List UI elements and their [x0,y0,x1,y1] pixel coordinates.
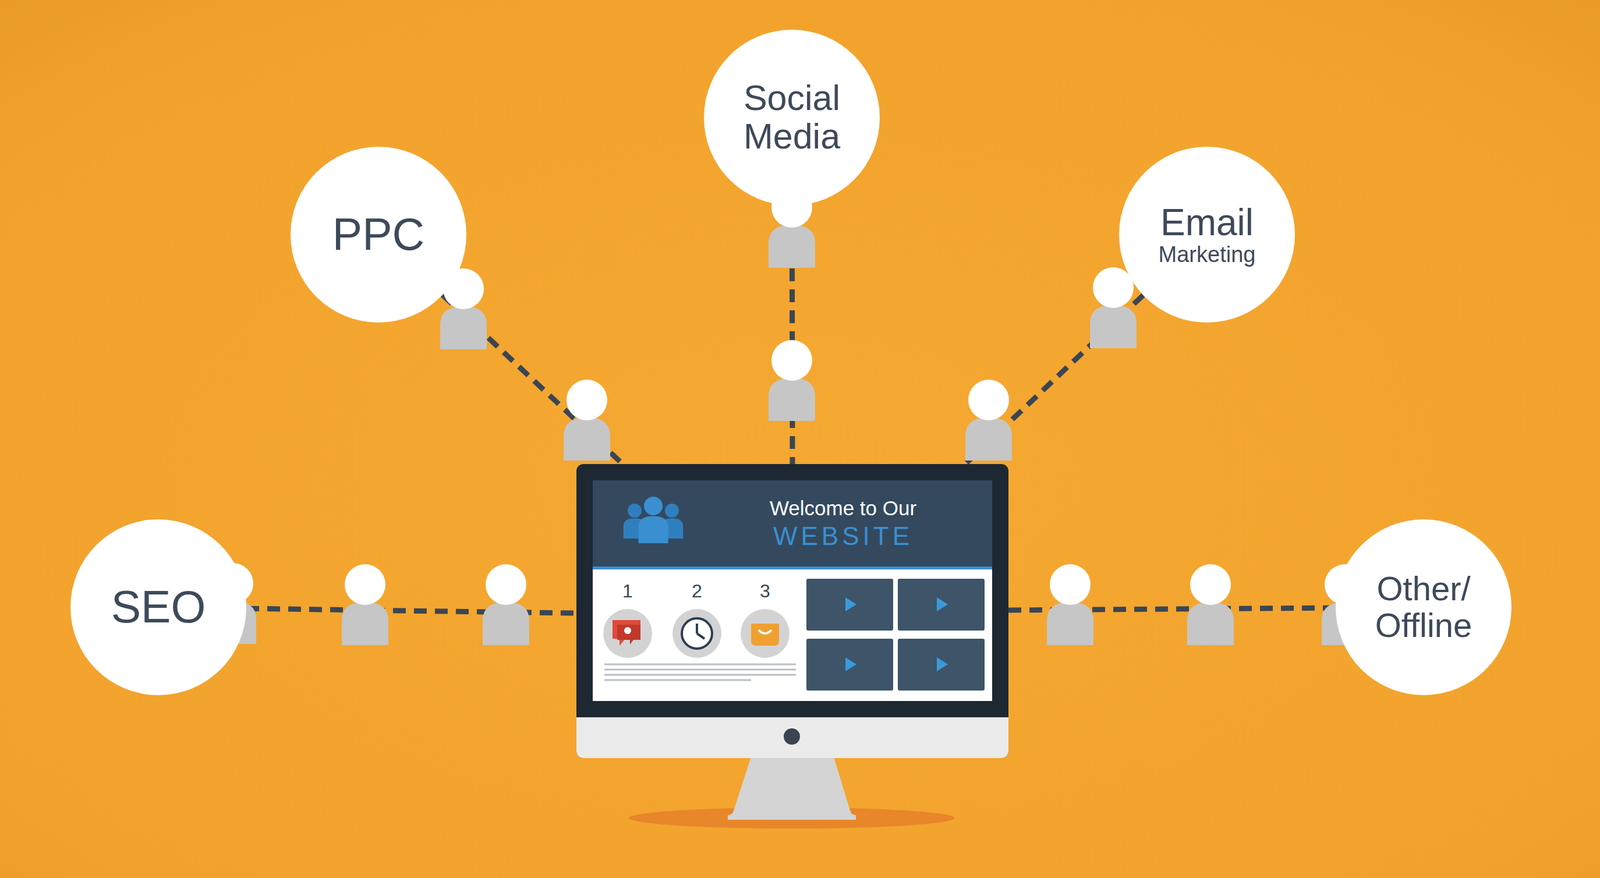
screen-header [592,480,993,568]
dashed-connector [965,295,1144,465]
play-icon [845,597,857,612]
channel-circle: Other/ Offline [1335,519,1512,696]
person-figure [341,564,389,646]
figure-head [1049,564,1091,605]
play-icon [845,657,857,672]
clock-face [681,618,713,649]
figure-head [566,379,608,421]
figure-head [485,564,527,605]
header-rule [592,566,993,570]
filler-line [604,679,752,682]
monitor-stand [727,756,856,820]
person-figure [563,379,611,461]
bag-smile [758,629,772,634]
channel-label: Marketing [1158,242,1256,267]
filler-line [604,668,796,671]
figure-body [563,417,611,461]
channel-circle: Social Media [703,29,880,206]
figure-body [482,602,530,646]
channel-label: Email [1160,202,1254,243]
video-tile [806,578,894,631]
icon-disc [603,609,653,658]
figure-body [965,417,1012,461]
step-number: 1 [622,581,633,601]
welcome-text: Welcome to Our [769,497,917,520]
monitor-chin [576,717,1009,759]
figure-body [1187,602,1234,646]
person-figure [1187,564,1234,646]
figure-body [1046,602,1094,646]
circle-text-group: SEO [111,582,207,632]
screen-body [592,569,993,702]
channel-circle: PPC [290,146,467,323]
website-title: WEBSITE [773,522,913,551]
people-icon-body [638,516,668,544]
channel-circle: EmailMarketing [1119,146,1295,323]
play-icon [936,657,948,672]
figure-body [1089,305,1137,349]
figure-head [771,340,813,381]
person-figure [482,564,530,646]
filler-line [604,674,796,676]
people-icon-head [643,496,663,516]
step-number: 3 [759,581,771,601]
bird-mark [624,627,632,635]
figure-body [768,224,816,268]
chat-icon-back [617,624,641,645]
clock-hands [696,623,705,639]
figure-body [768,377,816,421]
people-icon-head [664,503,679,518]
play-icon [936,597,948,612]
filler-line [604,663,796,666]
chat-icon [612,620,641,646]
figure-head [1190,564,1231,605]
channel-label: Social Media [743,79,841,157]
person-figure [1089,267,1137,349]
figure-body [341,602,389,646]
bag-icon [751,623,780,646]
video-tile [897,638,985,691]
circle-text-group: PPC [332,210,425,259]
person-figure [1046,564,1094,646]
monitor-button [783,728,800,745]
people-icon-head [627,503,642,518]
icon-disc [672,609,722,658]
figure-head [968,379,1010,421]
video-tile [806,638,894,691]
person-figure [768,340,816,421]
circle-text-group: Social Media [743,79,841,157]
figure-body [440,306,487,350]
person-figure [965,379,1012,461]
channel-circle: SEO [70,519,247,696]
channel-label: SEO [111,582,207,632]
figure-head [344,564,386,605]
channel-label: PPC [332,210,425,259]
icon-disc [740,609,790,658]
video-tile [897,578,985,631]
website-monitor: Welcome to OurWEBSITE [576,464,1009,759]
channel-label: Other/ Offline [1375,570,1473,644]
step-number: 2 [691,581,703,601]
circle-text-group: Other/ Offline [1375,570,1473,644]
circle-text-group: EmailMarketing [1158,202,1256,267]
